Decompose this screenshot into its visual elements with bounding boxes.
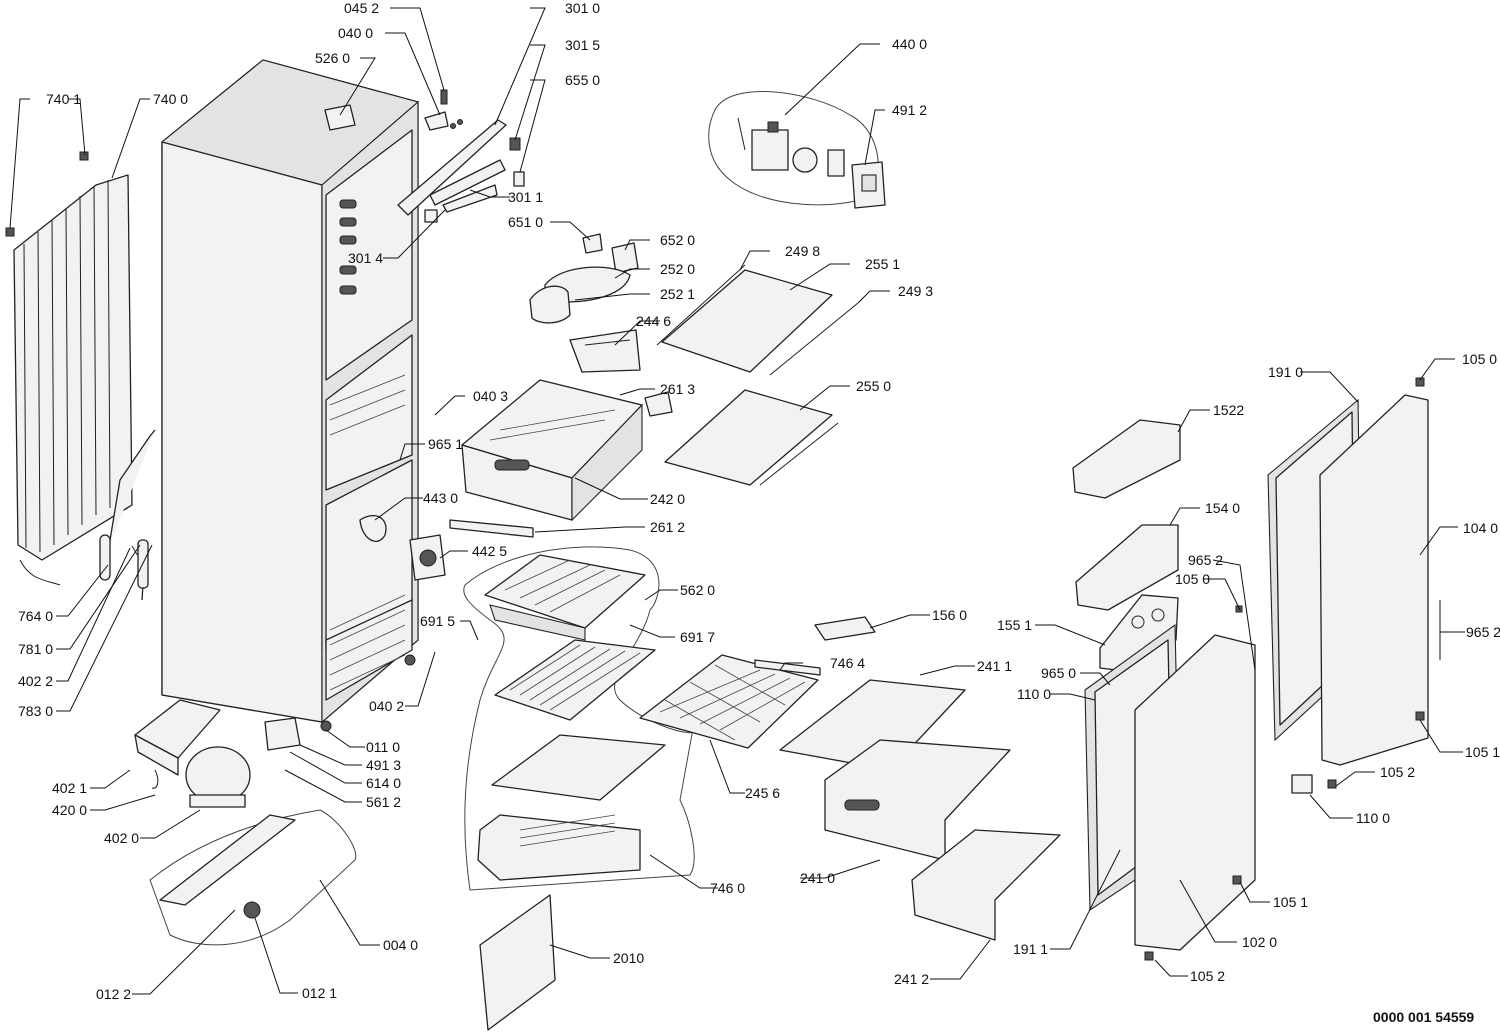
- label-491-2: 491 2: [892, 102, 927, 118]
- label-012-1: 012 1: [302, 985, 337, 1001]
- label-011-0: 011 0: [366, 739, 400, 755]
- label-783-0: 783 0: [18, 703, 53, 719]
- label-255-0: 255 0: [856, 378, 891, 394]
- control-panel: [397, 119, 525, 223]
- fan-parts: [359, 515, 446, 581]
- freezer-drawer-top: [461, 379, 673, 522]
- label-191-1: 191 1: [1013, 941, 1048, 957]
- top-hinge-parts: [424, 89, 463, 131]
- label-249-8: 249 8: [785, 243, 820, 259]
- label-443-0: 443 0: [423, 490, 458, 506]
- label-245-6: 245 6: [745, 785, 780, 801]
- cabinet: [160, 59, 420, 732]
- small-cover: [814, 616, 876, 641]
- label-154-0: 154 0: [1205, 500, 1240, 516]
- back-cover: [479, 894, 556, 1031]
- label-965-0: 965 0: [1041, 665, 1076, 681]
- lamp-parts: [529, 233, 639, 324]
- label-045-2: 045 2: [344, 0, 379, 16]
- label-110-0-left: 110 0: [1017, 686, 1051, 702]
- label-301-5: 301 5: [565, 37, 600, 53]
- label-781-0: 781 0: [18, 641, 53, 657]
- label-651-0: 651 0: [508, 214, 543, 230]
- label-105-0-top: 105 0: [1462, 351, 1497, 367]
- label-301-0: 301 0: [565, 0, 600, 16]
- label-252-0: 252 0: [660, 261, 695, 277]
- wire-shelf: [639, 654, 821, 749]
- label-746-4: 746 4: [830, 655, 865, 671]
- electrical-parts-group: [708, 91, 886, 209]
- label-402-0: 402 0: [104, 830, 139, 846]
- label-965-2-side: 965 2: [1466, 624, 1500, 640]
- label-249-3: 249 3: [898, 283, 933, 299]
- part-labels: 045 2 301 0 040 0 301 5 526 0 655 0 440 …: [18, 0, 1500, 1025]
- label-746-0: 746 0: [710, 880, 745, 896]
- label-252-1: 252 1: [660, 286, 695, 302]
- label-040-0: 040 0: [338, 25, 373, 41]
- leader-lines: [9, 7, 1465, 995]
- label-012-2: 012 2: [96, 986, 131, 1002]
- label-691-7: 691 7: [680, 629, 715, 645]
- label-652-0: 652 0: [660, 232, 695, 248]
- label-156-0: 156 0: [932, 607, 967, 623]
- label-241-2: 241 2: [894, 971, 929, 987]
- crisper-drawers: [779, 679, 1061, 941]
- label-004-0: 004 0: [383, 937, 418, 953]
- label-420-0: 420 0: [52, 802, 87, 818]
- compressor-group: [134, 699, 357, 946]
- label-040-3: 040 3: [473, 388, 508, 404]
- label-561-2: 561 2: [366, 794, 401, 810]
- label-402-2: 402 2: [18, 673, 53, 689]
- label-764-0: 764 0: [18, 608, 53, 624]
- label-655-0: 655 0: [565, 72, 600, 88]
- label-040-2: 040 2: [369, 698, 404, 714]
- label-104-0: 104 0: [1463, 520, 1498, 536]
- label-255-1: 255 1: [865, 256, 900, 272]
- label-1522: 1522: [1213, 402, 1244, 418]
- glass-shelves: [656, 264, 859, 486]
- label-301-1: 301 1: [508, 189, 543, 205]
- door-balconies: [1072, 419, 1181, 671]
- drawing-code: 0000 001 54559: [1373, 1009, 1474, 1025]
- label-110-0-right: 110 0: [1356, 810, 1390, 826]
- tray-part: [569, 329, 641, 373]
- doors: [1084, 394, 1429, 951]
- label-402-1: 402 1: [52, 780, 87, 796]
- label-241-1: 241 1: [977, 658, 1012, 674]
- label-105-2-right: 105 2: [1380, 764, 1415, 780]
- label-526-0: 526 0: [315, 50, 350, 66]
- label-244-6: 244 6: [636, 313, 671, 329]
- label-105-1-bottom: 105 1: [1273, 894, 1308, 910]
- label-2010: 2010: [613, 950, 644, 966]
- label-241-0: 241 0: [800, 870, 835, 886]
- label-740-0: 740 0: [153, 91, 188, 107]
- condenser-coil: [5, 151, 133, 586]
- evaporator-group: [463, 546, 716, 891]
- label-105-1-right: 105 1: [1465, 744, 1500, 760]
- label-301-4: 301 4: [348, 250, 383, 266]
- label-261-3: 261 3: [660, 381, 695, 397]
- label-261-2: 261 2: [650, 519, 685, 535]
- label-440-0: 440 0: [892, 36, 927, 52]
- label-965-1: 965 1: [428, 436, 463, 452]
- label-691-5: 691 5: [420, 613, 455, 629]
- label-442-5: 442 5: [472, 543, 507, 559]
- front-rail: [449, 519, 534, 538]
- label-614-0: 614 0: [366, 775, 401, 791]
- label-965-2-door: 965 2: [1188, 552, 1223, 568]
- label-242-0: 242 0: [650, 491, 685, 507]
- label-740-1: 740 1: [46, 91, 81, 107]
- label-105-2-bottom: 105 2: [1190, 968, 1225, 984]
- label-102-0: 102 0: [1242, 934, 1277, 950]
- label-491-3: 491 3: [366, 757, 401, 773]
- label-155-1: 155 1: [997, 617, 1032, 633]
- label-105-0-mid: 105 0: [1175, 571, 1210, 587]
- label-191-0: 191 0: [1268, 364, 1303, 380]
- label-562-0: 562 0: [680, 582, 715, 598]
